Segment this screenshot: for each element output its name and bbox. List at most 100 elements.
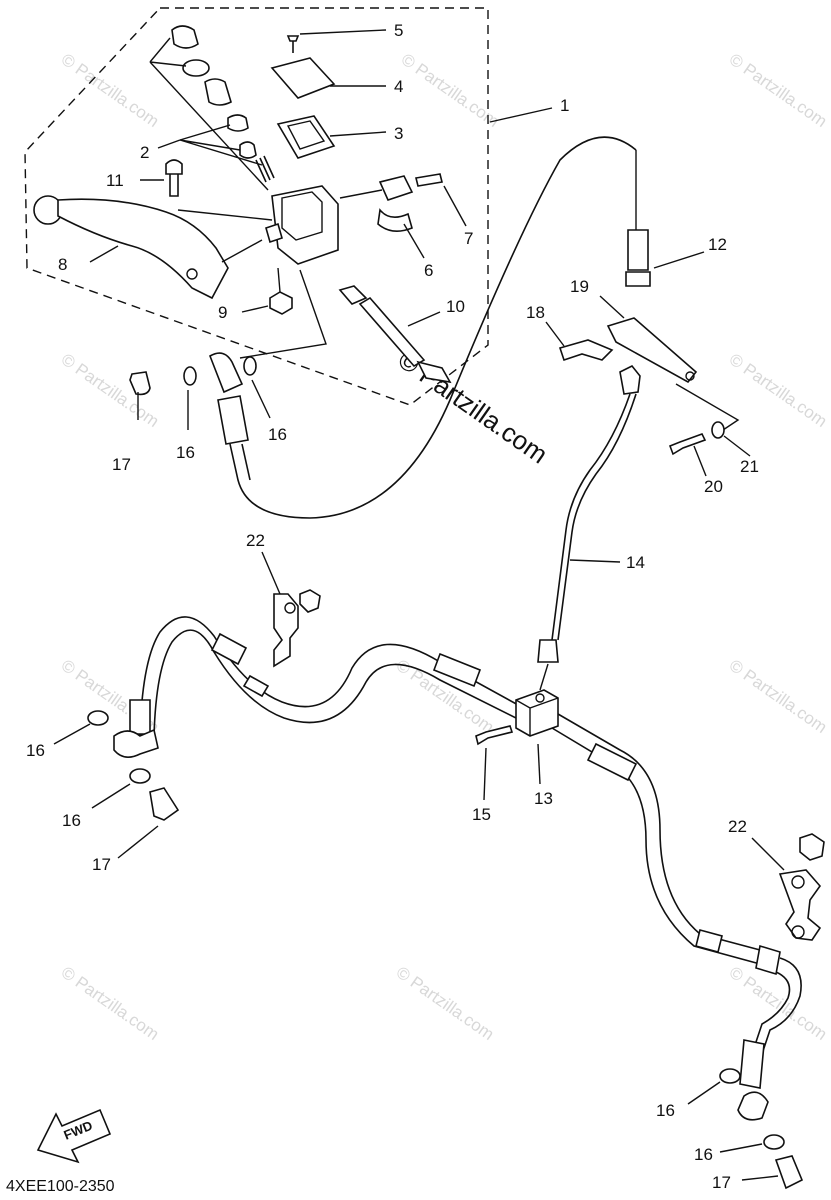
- bracket-right-hole-a: [791, 875, 805, 889]
- hose-sleeve-mid: [210, 632, 248, 666]
- lower-hose-right-b: [551, 727, 761, 965]
- washer-lower-right-a: [719, 1068, 741, 1084]
- hose-sleeve-left: [432, 652, 482, 688]
- callout-19: 19: [570, 277, 589, 296]
- washer-lower-left-b: [129, 768, 151, 784]
- brake-pipe: [537, 364, 641, 663]
- switch-body: [338, 285, 368, 305]
- callout-22a: 22: [246, 531, 265, 550]
- lower-hose-right-c: [759, 957, 802, 1061]
- callout-17b: 17: [92, 855, 111, 874]
- upper-brake-hose: [129, 107, 705, 519]
- joint-edges: [515, 697, 559, 736]
- bracket-right: [778, 869, 822, 941]
- callout-3: 3: [394, 124, 403, 143]
- union-link: [239, 269, 327, 359]
- washer-lower-right-b: [763, 1134, 785, 1150]
- leader-21: [723, 435, 751, 457]
- hose-ring-mid: [242, 674, 270, 698]
- piston-cap: [171, 25, 199, 49]
- pipe-line-b: [557, 393, 637, 641]
- hose-eye-right: [737, 1091, 769, 1121]
- hose-fitting-top: [625, 229, 651, 287]
- leader-7: [443, 185, 467, 227]
- callout-2: 2: [140, 143, 149, 162]
- leader-16c: [53, 723, 91, 745]
- joint-hole: [535, 693, 545, 703]
- holder-upper: [378, 175, 414, 201]
- callout-17c: 17: [712, 1173, 731, 1192]
- watermark: © Partzilla.com: [393, 963, 498, 1044]
- callout-labels: 1 2 3 4 5 6 7 8 9 10 11 12 13 14 15 16 1…: [26, 21, 759, 1192]
- union-bolt-right: [774, 1155, 804, 1190]
- pipe-fitting-top: [619, 364, 641, 395]
- callout-7: 7: [464, 229, 473, 248]
- leader-10: [407, 311, 441, 327]
- watermark: © Partzilla.com: [726, 656, 831, 737]
- callout-14: 14: [626, 553, 645, 572]
- callout-16b: 16: [268, 425, 287, 444]
- pivot-link: [177, 209, 273, 221]
- diaphragm: [276, 115, 336, 159]
- watermark-layer: © Partzilla.com © Partzilla.com © Partzi…: [58, 50, 831, 1044]
- spring: [255, 155, 275, 183]
- leader-16b: [251, 379, 271, 419]
- lower-hose-left-b: [153, 629, 521, 737]
- body-reservoir: [281, 191, 323, 241]
- callout-16a: 16: [176, 443, 195, 462]
- watermark: © Partzilla.com: [398, 50, 503, 131]
- leader-19: [599, 295, 625, 319]
- pipe-line-a: [551, 393, 631, 641]
- lever-nut: [269, 291, 293, 315]
- hose-sleeve-right-lower: [739, 1039, 765, 1089]
- bracket-right-nut: [799, 833, 825, 861]
- bracket-left-hole: [284, 602, 296, 614]
- hose-sleeve-right: [586, 742, 638, 782]
- callout-16e: 16: [656, 1101, 675, 1120]
- callout-13: 13: [534, 789, 553, 808]
- upper-hose-line-b: [241, 443, 251, 481]
- master-cylinder-assembly: [33, 25, 467, 384]
- hose-eye-left: [113, 728, 159, 758]
- kit-leader: [149, 37, 269, 191]
- drawing-code: 4XEE100-2350: [6, 1178, 115, 1195]
- callout-20: 20: [704, 477, 723, 496]
- leader-15: [483, 747, 487, 801]
- spring-seat: [239, 141, 257, 159]
- pipe-fitting-bottom: [537, 639, 559, 663]
- holder-lower: [377, 208, 413, 232]
- circlip: [182, 59, 210, 77]
- callout-5: 5: [394, 21, 403, 40]
- leader-17c: [741, 1175, 779, 1181]
- holder-link: [339, 189, 383, 199]
- fwd-arrow-shape: [36, 1108, 112, 1164]
- upper-hose-line: [229, 136, 637, 519]
- washer-lower-left-a: [87, 710, 109, 726]
- leader-16d: [91, 783, 131, 809]
- leader-12: [653, 251, 705, 269]
- leader-8: [89, 245, 119, 263]
- guide-washer: [711, 421, 725, 439]
- lever-link: [221, 239, 263, 263]
- lever-hole: [186, 268, 198, 280]
- hose-guide-assembly: [545, 295, 751, 477]
- body-pivot: [265, 222, 283, 244]
- switch-connector: [416, 360, 452, 384]
- callout-12: 12: [708, 235, 727, 254]
- leader-3: [329, 131, 387, 137]
- union-bolt-left: [149, 787, 180, 821]
- leader-16e: [687, 1081, 721, 1105]
- guide-bolt: [668, 433, 707, 456]
- callout-4: 4: [394, 77, 403, 96]
- leader-22a: [261, 551, 281, 595]
- switch-rod: [358, 296, 426, 368]
- hose-sleeve-upper: [217, 395, 249, 445]
- callout-15: 15: [472, 805, 491, 824]
- washer-upper-b: [243, 356, 257, 376]
- guide-hole: [685, 371, 695, 381]
- fwd-arrow: FWD: [36, 1108, 112, 1164]
- lower-hose-right-a: [557, 713, 761, 951]
- cup: [227, 114, 249, 132]
- hose-sleeve-right-end: [755, 944, 781, 976]
